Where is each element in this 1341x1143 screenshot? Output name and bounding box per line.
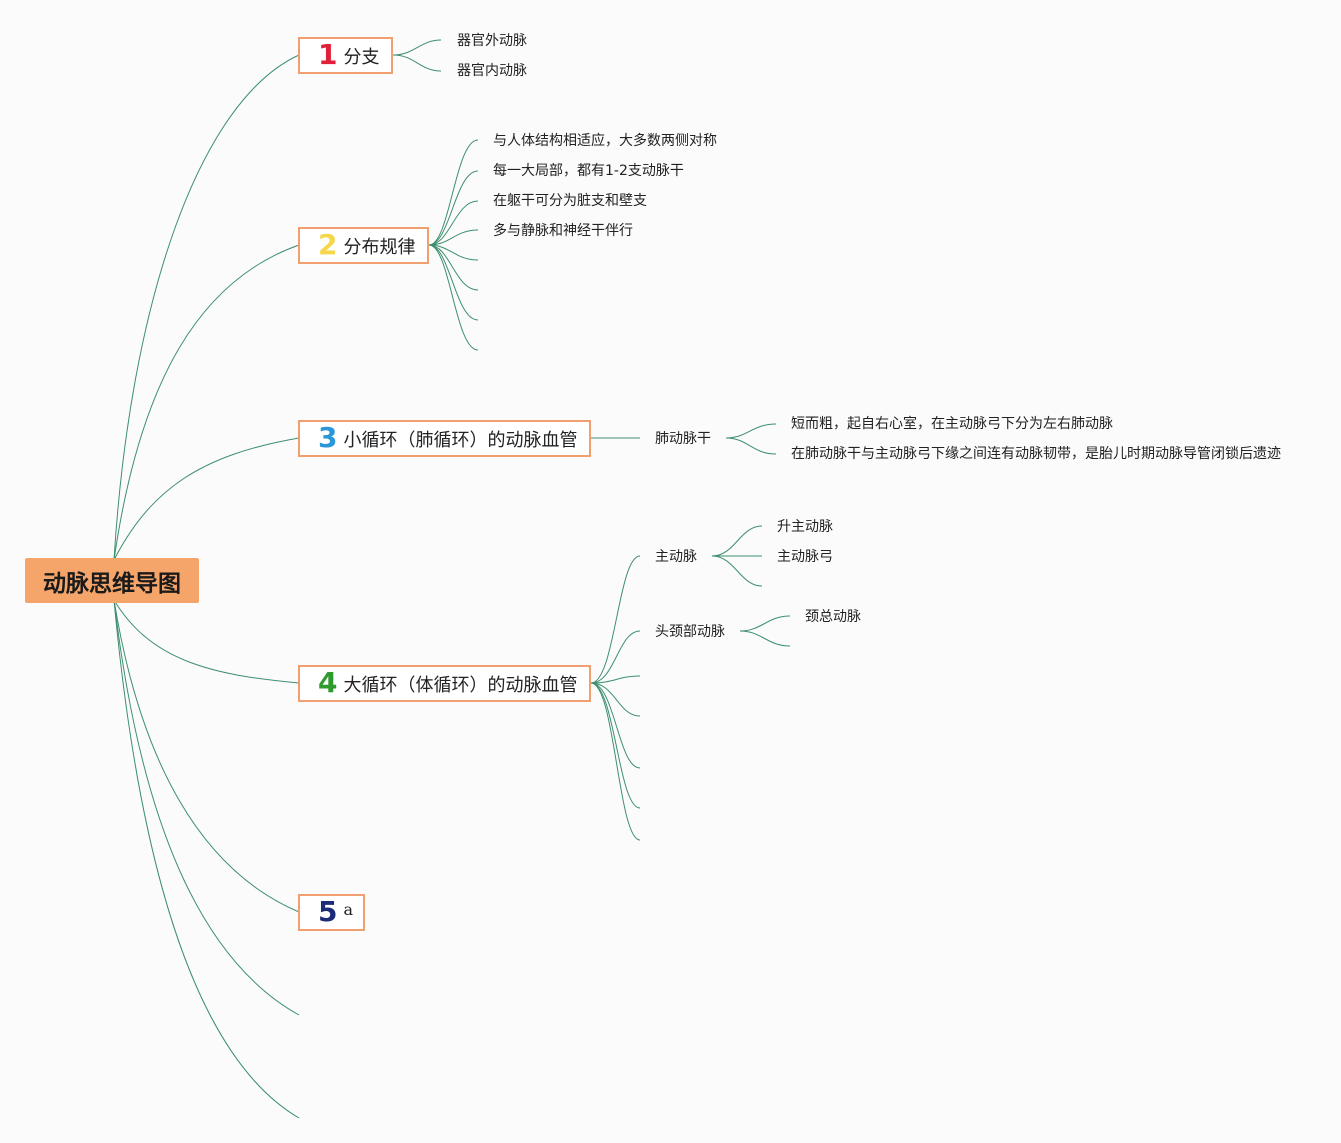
t4-subtopic-2[interactable]: 头颈部动脉	[655, 624, 725, 640]
link-t2-leaf-6	[428, 244, 479, 291]
link-t2-leaf-2	[428, 170, 479, 246]
link-t4-sub1-leaf-1	[711, 525, 763, 557]
t3-leaf-1[interactable]: 短而粗，起自右心室，在主动脉弓下分为左右肺动脉	[791, 416, 1113, 432]
topic-2-node[interactable]: 2 分布规律	[298, 227, 429, 264]
t1-leaf-2[interactable]: 器官内动脉	[457, 63, 527, 79]
t3-leaf-2[interactable]: 在肺动脉干与主动脉弓下缘之间连有动脉韧带，是胎儿时期动脉导管闭锁后遗迹	[791, 446, 1281, 462]
topic-5-number: 5	[318, 894, 338, 928]
link-t1-leaf-1	[392, 39, 442, 56]
topic-5-node[interactable]: 5 a	[298, 894, 365, 931]
link-t2-leaf-4	[428, 229, 479, 246]
t4-subtopic-1[interactable]: 主动脉	[655, 549, 697, 565]
link-t2-leaf-1	[428, 139, 479, 246]
t1-leaf-1[interactable]: 器官外动脉	[457, 33, 527, 49]
link-root-t1	[113, 54, 300, 561]
t4-sub1-leaf-2[interactable]: 主动脉弓	[777, 549, 833, 565]
topic-5-label: a	[343, 900, 354, 919]
topic-1-node[interactable]: 1 分支	[298, 37, 393, 74]
link-root-empty-1	[113, 599, 300, 1016]
link-root-t5	[113, 599, 300, 913]
t2-leaf-4[interactable]: 多与静脉和神经干伴行	[493, 223, 633, 239]
topic-4-number: 4	[318, 665, 338, 699]
link-root-t4	[113, 599, 300, 684]
t4-sub2-leaf-1[interactable]: 颈总动脉	[805, 609, 861, 625]
t2-leaf-1[interactable]: 与人体结构相适应，大多数两侧对称	[493, 133, 717, 149]
link-t4-sub2-empty	[739, 630, 791, 647]
topic-2-label: 分布规律	[343, 236, 416, 258]
link-root-empty-2	[113, 599, 300, 1119]
t2-leaf-2[interactable]: 每一大局部，都有1-2支动脉干	[493, 163, 684, 179]
link-t2-leaf-7	[428, 244, 479, 321]
link-t2-leaf-3	[428, 200, 479, 246]
link-t4-empty-2	[590, 682, 641, 717]
t2-leaf-3[interactable]: 在躯干可分为脏支和壁支	[493, 193, 647, 209]
link-root-t3	[113, 437, 300, 561]
link-t2-leaf-8	[428, 244, 479, 351]
link-t4-empty-4	[590, 682, 641, 809]
link-t3-leaf-2	[725, 437, 777, 455]
topic-2-number: 2	[318, 227, 338, 261]
link-t4-sub1-empty	[711, 555, 763, 587]
root-label: 动脉思维导图	[43, 570, 181, 597]
link-t3-leaf-1	[725, 423, 777, 439]
link-t4-empty-3	[590, 682, 641, 769]
link-t1-leaf-2	[392, 54, 442, 72]
topic-1-number: 1	[318, 37, 338, 71]
topic-3-label: 小循环（肺循环）的动脉血管	[343, 429, 578, 451]
link-t4-sub2	[590, 630, 641, 684]
topic-1-label: 分支	[343, 46, 380, 68]
link-t4-empty-1	[590, 675, 641, 684]
topic-3-node[interactable]: 3 小循环（肺循环）的动脉血管	[298, 420, 591, 457]
link-root-t2	[113, 244, 300, 561]
topic-3-number: 3	[318, 420, 338, 454]
t4-sub1-leaf-1[interactable]: 升主动脉	[777, 519, 833, 535]
topic-4-label: 大循环（体循环）的动脉血管	[343, 674, 578, 696]
t3-subtopic[interactable]: 肺动脉干	[655, 431, 711, 447]
link-t4-empty-5	[590, 682, 641, 841]
link-t4-sub2-leaf-1	[739, 615, 791, 632]
link-t4-sub1	[590, 555, 641, 684]
root-node[interactable]: 动脉思维导图	[25, 558, 199, 603]
topic-4-node[interactable]: 4 大循环（体循环）的动脉血管	[298, 665, 591, 702]
